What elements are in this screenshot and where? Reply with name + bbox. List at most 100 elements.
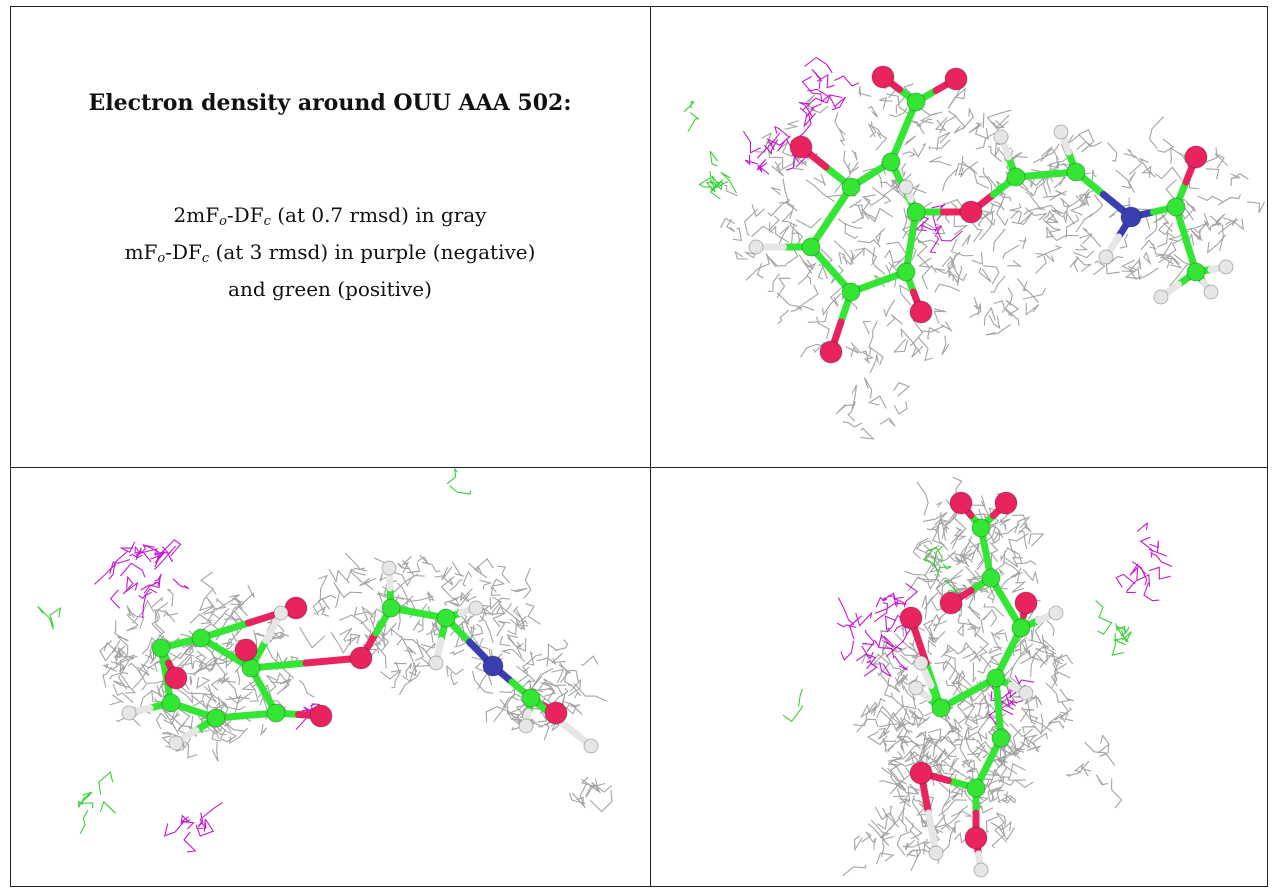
mesh-segment xyxy=(481,601,505,615)
mesh-segment xyxy=(1128,257,1142,272)
mesh-segment xyxy=(732,227,743,242)
mesh-segment xyxy=(1000,794,1013,804)
mesh-segment xyxy=(996,783,1004,803)
mesh-segment xyxy=(543,722,550,742)
mesh-segment xyxy=(125,581,139,593)
mesh-segment xyxy=(889,767,912,795)
oxygen-atom xyxy=(909,761,933,785)
mesh-segment xyxy=(969,622,978,631)
mesh-segment xyxy=(993,300,1013,317)
mesh-segment xyxy=(1152,243,1166,259)
mesh-segment xyxy=(932,743,951,760)
mesh-segment xyxy=(922,549,941,577)
mesh-segment xyxy=(790,222,804,245)
mesh-segment xyxy=(869,121,877,138)
mesh-segment xyxy=(196,650,207,668)
mesh-segment xyxy=(742,130,761,154)
mesh-segment xyxy=(1075,255,1093,272)
positive-density-mesh xyxy=(37,605,62,630)
mesh-segment xyxy=(119,562,146,578)
mesh-segment xyxy=(999,571,1021,590)
mesh-segment xyxy=(838,252,848,265)
mesh-segment xyxy=(917,336,933,362)
mesh-segment xyxy=(407,593,435,603)
mesh-segment xyxy=(1060,701,1070,721)
mesh-segment xyxy=(1161,214,1173,232)
mesh-segment xyxy=(886,241,908,268)
mesh-segment xyxy=(205,703,223,717)
mesh-segment xyxy=(420,642,436,654)
mesh-segment xyxy=(500,648,526,663)
mesh-segment xyxy=(952,476,963,496)
mesh-segment xyxy=(1048,231,1079,242)
mesh-segment xyxy=(99,800,117,814)
mesh-segment xyxy=(873,602,889,623)
mesh-segment xyxy=(1021,726,1037,734)
mesh-segment xyxy=(931,613,940,632)
mesh-segment xyxy=(897,807,908,833)
mesh-segment xyxy=(884,248,902,264)
mesh-segment xyxy=(449,485,472,495)
mesh-segment xyxy=(506,634,519,648)
mesh-segment xyxy=(515,638,527,658)
mesh-segment xyxy=(318,574,329,600)
legend-text: -DF xyxy=(165,240,202,264)
mesh-segment xyxy=(961,536,973,559)
mesh-segment xyxy=(834,112,846,135)
mesh-segment xyxy=(768,215,780,231)
mesh-segment xyxy=(1127,148,1136,159)
mesh-segment xyxy=(926,547,943,563)
mesh-segment xyxy=(866,660,872,664)
mesh-segment xyxy=(1007,762,1026,781)
mesh-segment xyxy=(1076,141,1102,150)
legend-subscript: o xyxy=(219,214,227,229)
mesh-segment xyxy=(1205,168,1220,180)
mesh-segment xyxy=(916,238,928,257)
mesh-segment xyxy=(861,653,877,666)
mesh-segment xyxy=(571,684,582,699)
mesh-segment xyxy=(929,155,952,167)
mesh-segment xyxy=(937,526,949,551)
mesh-segment xyxy=(967,538,984,566)
mesh-segment xyxy=(861,703,878,717)
mesh-segment xyxy=(854,247,878,266)
mesh-segment xyxy=(200,596,217,615)
mesh-segment xyxy=(496,605,521,623)
mesh-segment xyxy=(224,605,248,621)
mesh-segment xyxy=(151,608,163,635)
mesh-segment xyxy=(932,620,947,627)
mesh-segment xyxy=(996,201,1009,227)
mesh-segment xyxy=(1025,302,1040,316)
mesh-segment xyxy=(417,554,429,565)
mesh-segment xyxy=(917,708,931,727)
carbon-atom xyxy=(1166,197,1186,217)
mesh-segment xyxy=(1002,791,1008,802)
mesh-segment xyxy=(756,263,764,279)
mesh-segment xyxy=(863,377,873,399)
mesh-segment xyxy=(971,251,984,265)
mesh-segment xyxy=(1138,157,1156,178)
mesh-segment xyxy=(1016,278,1028,291)
mesh-segment xyxy=(338,614,371,633)
negative-density-mesh xyxy=(798,56,860,128)
mesh-segment xyxy=(951,518,967,550)
mesh-segment xyxy=(879,723,891,736)
density-panel-bottom-right xyxy=(651,468,1267,886)
mesh-segment xyxy=(196,819,207,832)
mesh-segment xyxy=(346,568,366,581)
figure-title: Electron density around OUU AAA 502: xyxy=(88,90,572,116)
legend-line-2fofc: 2mFo-DFc (at 0.7 rmsd) in gray xyxy=(10,200,650,237)
mesh-segment xyxy=(899,284,912,306)
mesh-segment xyxy=(1142,251,1152,265)
mesh-segment xyxy=(816,316,830,340)
mesh-segment xyxy=(451,561,464,577)
mesh-segment xyxy=(972,495,986,507)
mesh-segment xyxy=(563,701,581,708)
mesh-segment xyxy=(1148,116,1165,149)
carbon-atom xyxy=(1066,162,1086,182)
mesh-segment xyxy=(977,714,992,742)
mesh-segment xyxy=(877,807,888,830)
mesh-segment xyxy=(922,744,938,767)
mesh-segment xyxy=(851,205,864,224)
mesh-segment xyxy=(1001,748,1018,756)
